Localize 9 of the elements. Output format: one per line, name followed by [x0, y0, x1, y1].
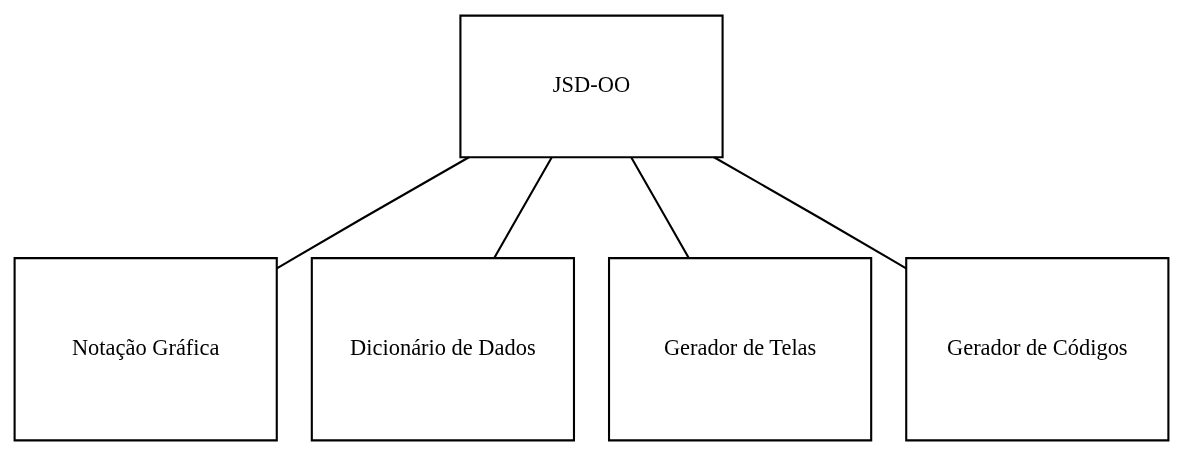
node-box: JSD-OO: [459, 14, 724, 159]
node-box: Gerador de Telas: [607, 257, 873, 442]
connector: [276, 156, 470, 270]
node-box: Gerador de Códigos: [905, 257, 1170, 442]
connector: [493, 156, 553, 259]
node-box: Dicionário de Dados: [310, 257, 576, 442]
node-box: Notação Gráfica: [13, 257, 278, 442]
connector: [713, 156, 907, 270]
connector: [630, 156, 690, 259]
